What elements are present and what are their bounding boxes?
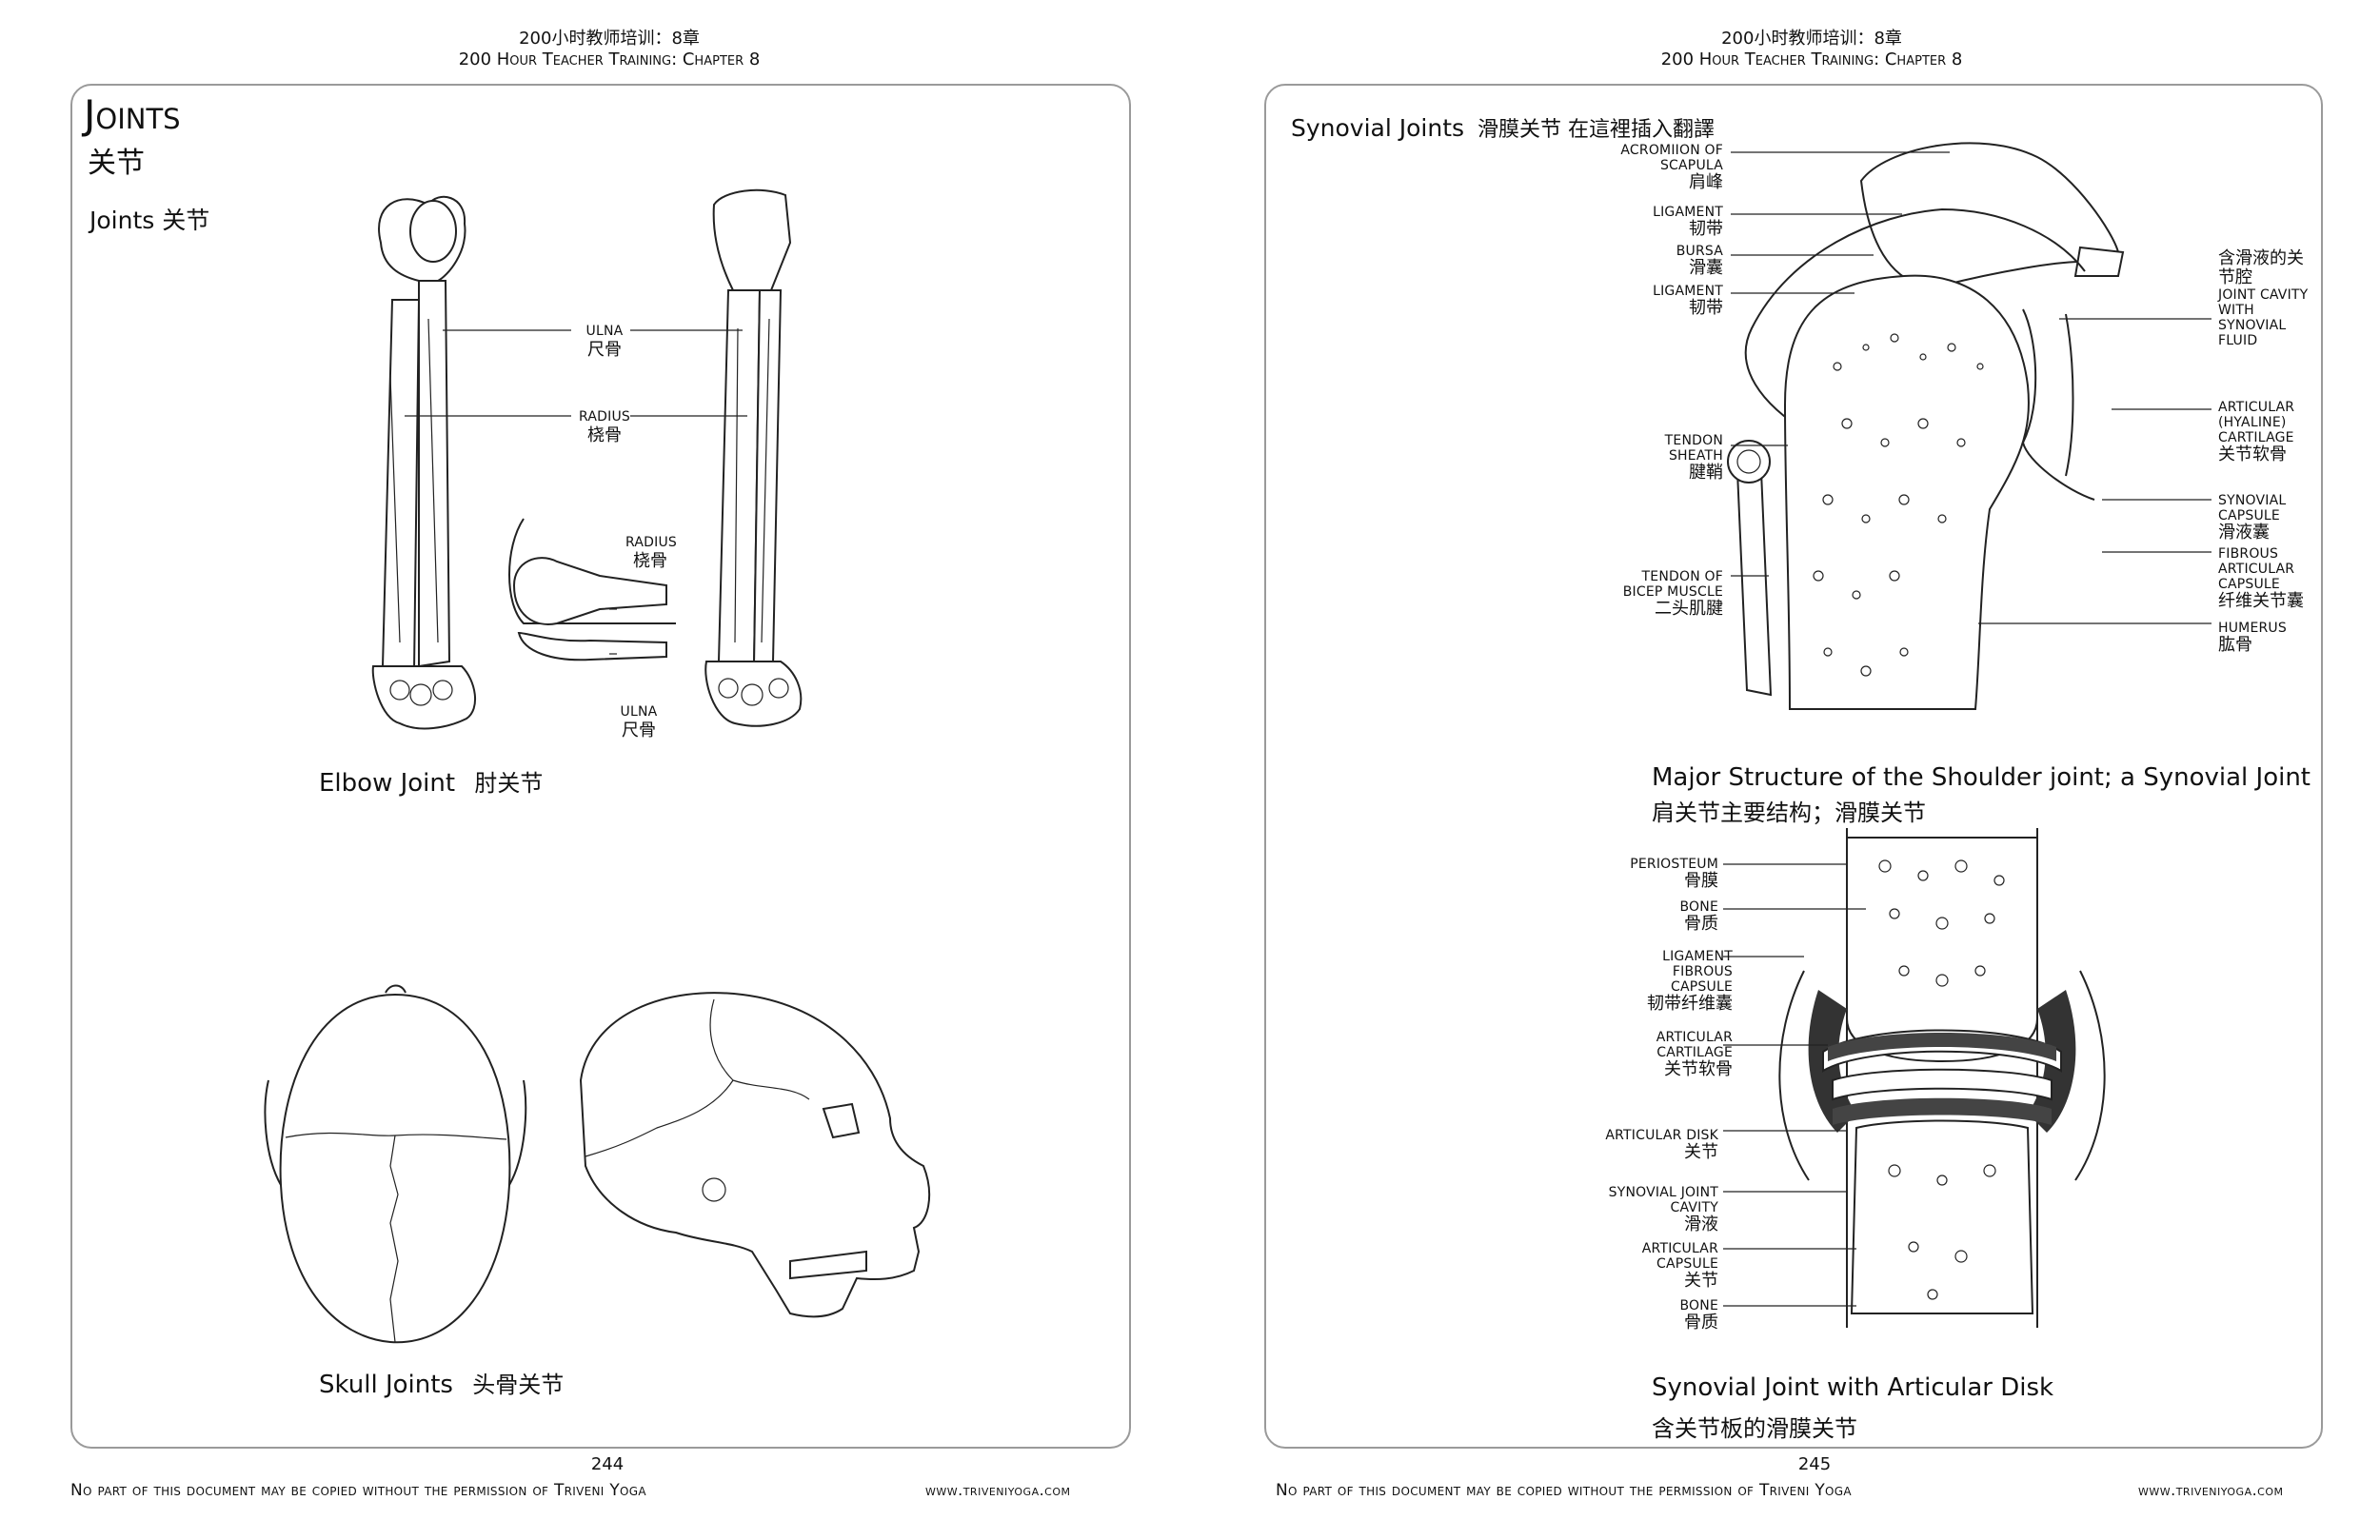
right-header-cn: 200小时教师培训：8章 — [1721, 29, 1902, 49]
left-footer-notice: No part of this document may be copied w… — [70, 1481, 646, 1500]
radius-back — [717, 289, 762, 668]
left-title: Joints — [84, 91, 181, 138]
carpal-bones-back — [704, 661, 803, 727]
teeth — [789, 1250, 867, 1280]
disk-caption-en: Synovial Joint with Articular Disk — [1652, 1373, 2054, 1402]
elbow-side-joint — [512, 557, 667, 625]
disk-label-articular-disk: ARTICULAR DISK 关节 — [1605, 1128, 1718, 1162]
articular-disk — [1832, 1068, 2053, 1101]
label-ulna-1: ULNA — [585, 324, 624, 339]
left-header-cn: 200小时教师培训：8章 — [519, 29, 700, 49]
skull-side-view — [579, 992, 931, 1318]
humerus-back — [712, 188, 792, 291]
disk-joint-illustration — [1778, 828, 2106, 1328]
articular-cartilage-bottom — [1833, 1097, 2052, 1125]
upper-bone — [1846, 837, 2038, 1063]
disk-label-articular-capsule: ARTICULAR CAPSULE 关节 — [1641, 1241, 1718, 1291]
skull-top-view — [279, 993, 511, 1344]
disk-label-bone-2: BONE 骨质 — [1679, 1298, 1719, 1333]
disk-label-synovial-cavity: SYNOVIAL JOINT CAVITY 滑液 — [1608, 1185, 1718, 1234]
radius-bone — [418, 280, 451, 668]
label-ulna-1-cn: 尺骨 — [587, 340, 622, 360]
tendon-sheath — [1727, 440, 1771, 484]
left-header-en: 200 Hour Teacher Training: Chapter 8 — [458, 49, 761, 69]
skull-caption-en: Skull Joints — [319, 1371, 453, 1399]
left-footer-web: www.triveniyoga.com — [925, 1481, 1071, 1499]
right-title-cn: 滑膜关节 在這裡插入翻譯 — [1478, 118, 1715, 142]
left-header: 200小时教师培训：8章 200 Hour Teacher Training: … — [276, 29, 942, 70]
shoulder-label-joint-cavity: 含滑液的关节腔 JOINT CAVITY WITH SYNOVIAL FLUID — [2218, 248, 2309, 349]
disk-label-bone-1: BONE 骨质 — [1679, 899, 1719, 934]
label-ulna-2-cn: 尺骨 — [622, 721, 656, 740]
ulna-side — [517, 631, 667, 661]
disk-label-articular-cartilage: ARTICULAR CARTILAGE 关节软骨 — [1656, 1030, 1733, 1079]
left-panel — [70, 84, 1131, 1449]
skull-caption-cn: 头骨关节 — [472, 1372, 565, 1398]
ulna-bone — [381, 299, 421, 673]
right-footer-notice: No part of this document may be copied w… — [1276, 1481, 1852, 1500]
label-radius-1: RADIUS — [579, 409, 630, 424]
shoulder-caption-cn: 肩关节主要结构；滑膜关节 — [1652, 800, 1926, 826]
humerus-head — [1783, 274, 2030, 710]
label-radius-2: RADIUS — [625, 535, 677, 550]
elbow-illustration — [371, 188, 803, 730]
left-title-cn: 关节 — [88, 147, 145, 180]
label-radius-1-cn: 桡骨 — [587, 425, 622, 445]
right-page-number: 245 — [1797, 1454, 1832, 1474]
shoulder-label-hyaline-cartilage: ARTICULAR (HYALINE) CARTILAGE 关节软骨 — [2218, 400, 2295, 464]
eye-socket — [822, 1102, 861, 1139]
shoulder-label-ligament-2: LIGAMENT 韧带 — [1653, 284, 1723, 318]
shoulder-label-tendon-sheath: TENDON SHEATH 腱鞘 — [1664, 433, 1723, 483]
elbow-caption: Elbow Joint 肘关节 — [319, 764, 543, 798]
label-ulna-2: ULNA — [620, 704, 658, 720]
shoulder-label-bursa: BURSA 滑囊 — [1676, 244, 1723, 278]
right-header: 200小时教师培训：8章 200 Hour Teacher Training: … — [1478, 29, 2145, 70]
right-footer-web: www.triveniyoga.com — [2138, 1481, 2284, 1499]
right-title: Synovial Joints 滑膜关节 在這裡插入翻譯 — [1291, 112, 1715, 143]
articular-cartilage-top — [1828, 1033, 2056, 1061]
radius-head — [409, 200, 457, 263]
left-page-number: 244 — [590, 1454, 625, 1474]
disk-label-ligament-capsule: LIGAMENT FIBROUS CAPSULE 韧带纤维囊 — [1647, 949, 1733, 1014]
shoulder-label-humerus: HUMERUS 肱骨 — [2218, 621, 2287, 655]
disk-caption-cn: 含关节板的滑膜关节 — [1652, 1415, 1857, 1442]
shoulder-leader-lines — [1731, 151, 2211, 624]
disk-leader-lines — [1723, 863, 1866, 1307]
elbow-caption-cn: 肘关节 — [474, 770, 544, 797]
shoulder-label-bicep-tendon: TENDON OF BICEP MUSCLE 二头肌腱 — [1622, 569, 1723, 619]
disk-label-periosteum: PERIOSTEUM 骨膜 — [1630, 857, 1718, 891]
right-title-en: Synovial Joints — [1291, 114, 1465, 142]
shoulder-illustration — [1727, 142, 2125, 710]
elbow-caption-en: Elbow Joint — [319, 769, 456, 798]
skull-caption: Skull Joints 头骨关节 — [319, 1366, 564, 1399]
lower-bone — [1850, 1119, 2034, 1314]
left-subtitle: Joints 关节 — [89, 207, 210, 234]
ulna-back — [752, 289, 783, 668]
shoulder-label-ligament-1: LIGAMENT 韧带 — [1653, 205, 1723, 239]
right-panel — [1264, 84, 2323, 1449]
shoulder-label-fibrous-capsule: FIBROUS ARTICULAR CAPSULE 纤维关节囊 — [2218, 546, 2304, 611]
label-radius-2-cn: 桡骨 — [633, 551, 667, 571]
shoulder-label-acromion: ACROMIION OF SCAPULA 肩峰 — [1620, 143, 1723, 192]
right-header-en: 200 Hour Teacher Training: Chapter 8 — [1660, 49, 1963, 69]
shoulder-label-synovial-capsule: SYNOVIAL CAPSULE 滑液囊 — [2218, 493, 2287, 543]
skull-illustration — [264, 984, 931, 1344]
carpal-bones-front — [371, 665, 477, 730]
shoulder-caption-en: Major Structure of the Shoulder joint; a… — [1652, 763, 2311, 792]
